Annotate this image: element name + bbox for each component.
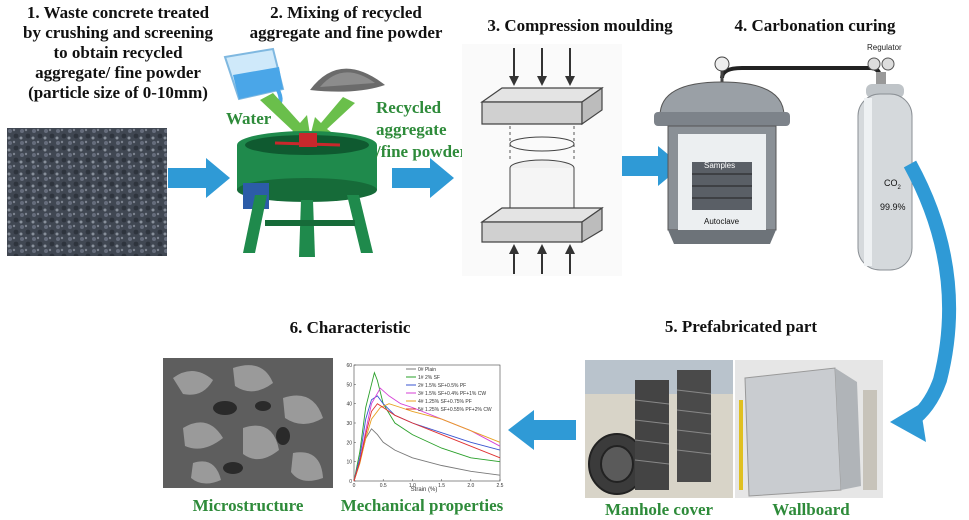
step3-title: 3. Compression moulding bbox=[487, 16, 673, 35]
chart-series-line bbox=[353, 371, 501, 482]
flow-arrow-1 bbox=[168, 158, 230, 198]
chart-y-tick-label: 0 bbox=[349, 479, 352, 485]
chart-x-tick-label: 1.5 bbox=[438, 483, 445, 489]
recycled-aggregate-photo bbox=[7, 128, 167, 256]
chart-x-tick-label: 0.5 bbox=[380, 483, 387, 489]
chart-legend-label: 5# 1.25% SF+0.55% PF+2% CW bbox=[418, 407, 492, 413]
fine-powder-pile-icon bbox=[310, 68, 385, 92]
chart-y-tick-label: 30 bbox=[346, 421, 352, 427]
chart-x-tick-label: 0 bbox=[353, 483, 356, 489]
autoclave-label: Autoclave bbox=[704, 217, 740, 226]
step1-title: 1. Waste concrete treated by crushing an… bbox=[0, 3, 236, 103]
flow-arrow-5 bbox=[508, 410, 576, 450]
chart-legend-label: 1# 2% SF bbox=[418, 375, 440, 381]
chart-x-tick-label: 1.0 bbox=[409, 483, 416, 489]
autoclave-illustration: Regulator CO2 99.9% Samples Autoclave bbox=[654, 43, 913, 271]
regulator-label: Regulator bbox=[867, 43, 902, 52]
chart-x-tick-label: 2.0 bbox=[467, 483, 474, 489]
wallboard-photo bbox=[735, 360, 883, 498]
wallboard-caption: Wallboard bbox=[772, 500, 850, 519]
step2-title: 2. Mixing of recycled aggregate and fine… bbox=[226, 3, 466, 43]
chart-series-line bbox=[353, 395, 501, 482]
step4-title: 4. Carbonation curing bbox=[734, 16, 896, 35]
step5-title: 5. Prefabricated part bbox=[664, 317, 818, 336]
step1-line-3: to obtain recycled bbox=[53, 43, 183, 62]
co2-purity: 99.9% bbox=[880, 202, 906, 212]
chart-y-tick-label: 20 bbox=[346, 440, 352, 446]
manhole-cover-photo bbox=[585, 360, 733, 498]
chart-y-tick-label: 50 bbox=[346, 382, 352, 388]
mechanical-properties-chart: 0 10 20 30 40 50 60 0 0.5 1.0 1.5 2.0 2.5 0# Plain 1#… bbox=[336, 357, 506, 495]
output-line-2: aggregate bbox=[376, 120, 447, 139]
output-line-3: /fine powder bbox=[376, 142, 468, 161]
samples-label: Samples bbox=[704, 161, 735, 170]
sem-microstructure-image bbox=[163, 358, 333, 488]
chart-legend-label: 3# 1.5% SF+0.4% PF+1% CW bbox=[418, 391, 486, 397]
step2-line-2: aggregate and fine powder bbox=[249, 23, 443, 42]
recycled-aggregate-label: Recycled aggregate /fine powder bbox=[376, 97, 467, 163]
mechanical-properties-caption: Mechanical properties bbox=[340, 496, 504, 515]
step6-title: 6. Characteristic bbox=[289, 318, 411, 337]
flow-arrow-3 bbox=[622, 146, 682, 186]
water-label: Water bbox=[226, 109, 272, 128]
chart-y-tick-label: 40 bbox=[346, 402, 352, 408]
compression-mould-illustration bbox=[462, 44, 622, 276]
output-line-1: Recycled bbox=[376, 98, 442, 117]
chart-legend-label: 2# 1.5% SF+0.5% PF bbox=[418, 383, 466, 389]
chart-x-tick-label: 2.5 bbox=[497, 483, 504, 489]
chart-y-tick-label: 60 bbox=[346, 363, 352, 369]
chart-legend-label: 0# Plain bbox=[418, 367, 436, 373]
step2-line-1: 2. Mixing of recycled bbox=[270, 3, 422, 22]
microstructure-caption: Microstructure bbox=[192, 496, 304, 515]
step1-line-4: aggregate/ fine powder bbox=[35, 63, 201, 82]
co2-label: CO2 bbox=[884, 178, 902, 191]
chart-legend-label: 4# 1.25% SF+0.75% PF bbox=[418, 399, 472, 405]
chart-series-line bbox=[353, 403, 501, 482]
curved-flow-arrow bbox=[890, 160, 957, 442]
mixer-illustration bbox=[223, 47, 385, 257]
step1-line-5: (particle size of 0-10mm) bbox=[28, 83, 208, 102]
step1-line-2: by crushing and screening bbox=[22, 23, 214, 42]
chart-series-line bbox=[353, 403, 501, 482]
step1-line-1: 1. Waste concrete treated bbox=[26, 3, 210, 22]
manhole-cover-caption: Manhole cover bbox=[604, 500, 714, 519]
flow-arrow-2 bbox=[392, 158, 454, 198]
chart-y-tick-label: 10 bbox=[346, 460, 352, 466]
chart-x-axis-label: Strain (%) bbox=[411, 487, 438, 493]
